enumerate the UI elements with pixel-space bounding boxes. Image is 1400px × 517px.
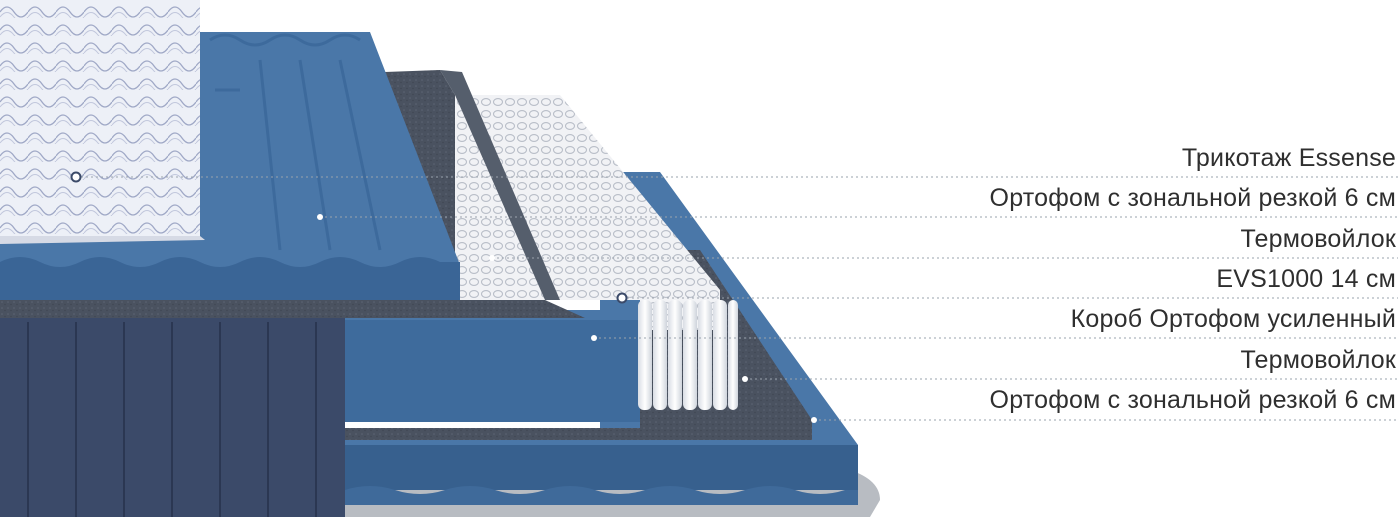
marker-dot xyxy=(489,255,495,261)
layer-label-knit: Трикотаж Essense xyxy=(1181,144,1396,172)
marker-dot xyxy=(616,292,628,304)
layer-label-box-foam: Короб Ортофом усиленный xyxy=(1070,305,1396,333)
layer-label-foam-bottom: Ортофом с зональной резкой 6 см xyxy=(989,386,1396,414)
layer-label-springs: EVS1000 14 см xyxy=(1216,265,1396,293)
layer-label-foam-top: Ортофом с зональной резкой 6 см xyxy=(989,184,1396,212)
spring-block xyxy=(455,90,738,410)
leader-lines xyxy=(76,176,1398,421)
marker-dot xyxy=(317,214,323,220)
marker-dot xyxy=(811,417,817,423)
layer-label-felt-lower: Термовойлок xyxy=(1240,346,1396,374)
marker-dot xyxy=(591,335,597,341)
knit-cover-layer xyxy=(0,0,205,244)
layer-label-felt-upper: Термовойлок xyxy=(1240,225,1396,253)
side-panel xyxy=(0,318,345,517)
marker-dot xyxy=(742,376,748,382)
layer-markers xyxy=(70,171,817,423)
spring-coils-front xyxy=(638,300,738,410)
marker-dot xyxy=(70,171,82,183)
top-foam-layer xyxy=(0,32,460,300)
